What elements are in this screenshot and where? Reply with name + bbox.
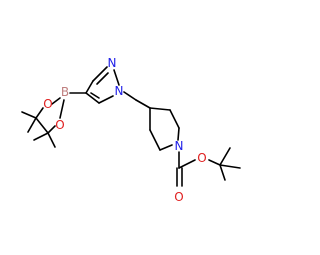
bond-pip-1 [149,107,171,111]
atom-o-carbonyl: O [174,190,183,204]
bond-methyl-1 [21,111,37,119]
bond-tbu-3 [219,164,226,181]
atom-n-piperidine: N [175,139,184,153]
bond-o1-c [35,107,44,119]
bond-pip-5 [149,129,161,151]
bond-c3-n2-double [96,72,109,85]
bond-c4-c3 [85,80,94,94]
bond-ch2-c4pip [135,99,151,109]
bond-o-tbu [208,159,221,166]
molecule-diagram: N N B O O N O O [21,56,241,204]
bond-c-o-ester [178,159,196,169]
atom-o-ester: O [197,151,206,165]
bond-c-o2 [47,125,56,134]
bond-c5-c4 [85,92,100,104]
bond-c3-n2 [92,66,108,82]
atom-o-boronate-1: O [43,97,52,111]
bond-c-c [35,117,49,134]
atom-boron: B [61,85,69,99]
bond-n2-n1 [113,69,120,86]
bond-methyl-3 [33,132,49,141]
bond-o2-b [59,99,65,119]
bond-methyl-4 [47,132,56,148]
bond-pip-3 [177,127,180,141]
bond-tbu-2 [219,164,241,169]
bond-c4-c5-double [90,92,100,99]
structure-canvas: N N B O O N O O [21,56,241,204]
bond-pip-2 [169,109,180,129]
bond-methyl-2 [27,117,37,133]
atom-labels: N N B O O N O O [43,56,206,204]
bond-pip-4 [159,144,173,151]
atom-n-pyrazole-2: N [108,56,117,70]
atom-n-pyrazole-1: N [115,84,124,98]
bond-tbu-1 [219,147,231,166]
bond-n1-c5 [98,95,114,104]
bond-b-o1 [51,97,61,105]
bonds [21,66,241,187]
atom-o-boronate-2: O [55,118,64,132]
bond-n1-ch2 [123,91,137,101]
